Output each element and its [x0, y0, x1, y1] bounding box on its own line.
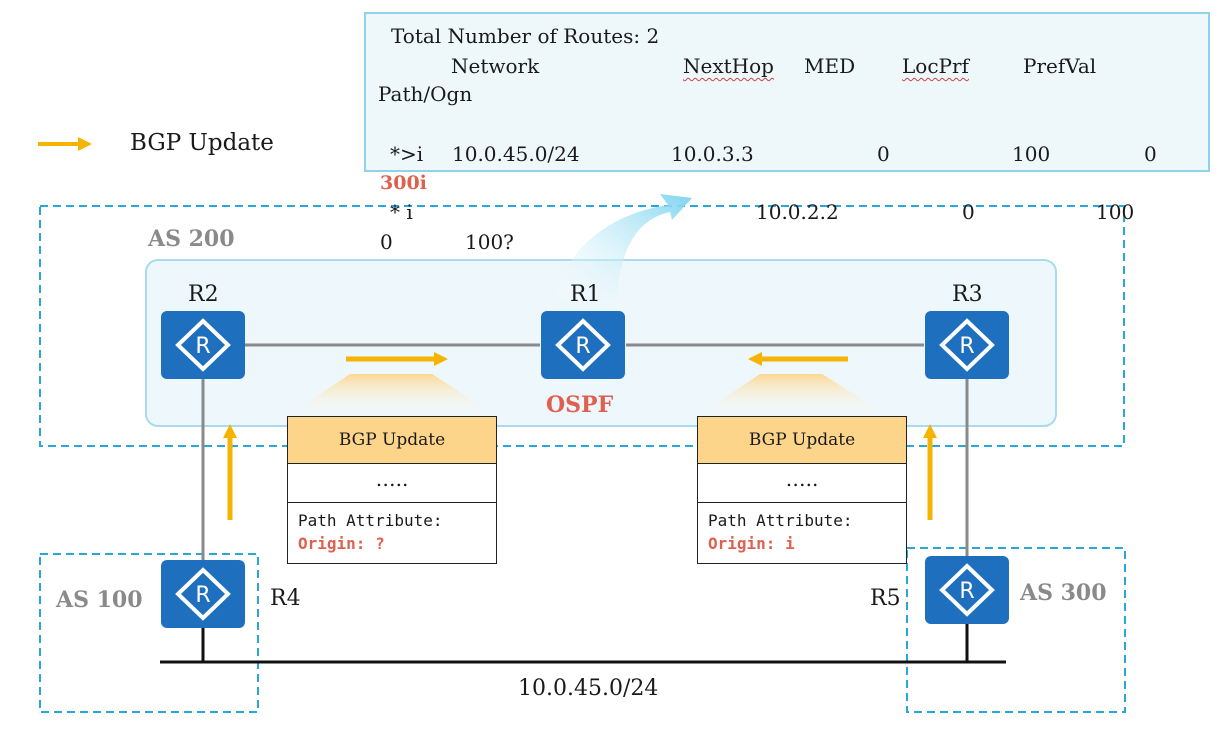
route1-prefval: 0: [1144, 142, 1157, 166]
as300-boundary: [906, 547, 1126, 713]
route1-locprf: 100: [1012, 142, 1051, 166]
router-icon: R: [939, 318, 995, 372]
router-r2[interactable]: R: [161, 311, 245, 379]
svg-text:R: R: [959, 334, 974, 359]
update-dots: …..: [288, 464, 496, 503]
router-icon: R: [939, 563, 995, 617]
update-fan-right: [698, 374, 888, 416]
route1-network: 10.0.45.0/24: [452, 142, 580, 166]
header-network: Network: [451, 54, 540, 78]
as200-boundary: [39, 205, 1125, 447]
router-r3[interactable]: R: [925, 311, 1009, 379]
legend-arrow-head: [78, 137, 92, 151]
update-title: BGP Update: [698, 417, 906, 464]
as100-label: AS 100: [56, 587, 143, 613]
route2-nexthop: 10.0.2.2: [756, 200, 839, 224]
legend-label: BGP Update: [130, 130, 274, 156]
bgp-update-box-right: BGP Update ….. Path Attribute: Origin: i: [697, 416, 907, 564]
as300-label: AS 300: [1020, 580, 1107, 606]
route1-med: 0: [877, 142, 890, 166]
header-locprf: LocPrf: [902, 54, 969, 78]
arrow-r4-r2-head: [223, 424, 237, 438]
route1-status: *>i: [390, 142, 424, 166]
svg-text:R: R: [959, 579, 974, 604]
header-prefval: PrefVal: [1023, 54, 1097, 78]
router-r5-label: R5: [870, 586, 901, 611]
router-icon: R: [175, 318, 231, 372]
svg-text:R: R: [575, 334, 590, 359]
arrow-r3-r1-head: [748, 352, 762, 366]
network-label: 10.0.45.0/24: [518, 676, 659, 701]
header-nexthop: NextHop: [683, 54, 774, 78]
route-total: Total Number of Routes: 2: [391, 24, 660, 48]
router-r1-label: R1: [570, 282, 601, 307]
router-r4[interactable]: R: [161, 560, 245, 628]
r1-to-table-arrow: [556, 194, 692, 300]
route-table-panel: [364, 12, 1210, 172]
router-r1[interactable]: R: [541, 311, 625, 379]
router-icon: R: [555, 318, 611, 372]
update-dots: …..: [698, 464, 906, 503]
route1-path: 300i: [380, 172, 427, 194]
router-r2-label: R2: [188, 282, 219, 307]
header-med: MED: [804, 54, 856, 78]
router-icon: R: [175, 567, 231, 621]
bgp-update-box-left: BGP Update ….. Path Attribute: Origin: ?: [287, 416, 497, 564]
header-path: Path/Ogn: [378, 82, 473, 106]
update-attr-label: Path Attribute:: [708, 511, 853, 530]
update-attr-label: Path Attribute:: [298, 511, 443, 530]
update-origin: Origin: ?: [298, 534, 385, 553]
route2-status: * i: [390, 200, 413, 224]
route2-path: 100?: [465, 230, 514, 254]
arrow-r5-r3-head: [923, 424, 937, 438]
router-r3-label: R3: [952, 282, 983, 307]
ospf-label: OSPF: [546, 392, 614, 418]
update-title: BGP Update: [288, 417, 496, 464]
update-origin: Origin: i: [708, 534, 795, 553]
router-r5[interactable]: R: [925, 556, 1009, 624]
router-r4-label: R4: [270, 586, 301, 611]
as200-label: AS 200: [148, 226, 235, 252]
route2-prefval: 0: [380, 230, 393, 254]
route2-med: 0: [962, 200, 975, 224]
update-fan-left: [288, 374, 496, 416]
route2-locprf: 100: [1096, 200, 1135, 224]
svg-text:R: R: [195, 583, 210, 608]
svg-text:R: R: [195, 334, 210, 359]
arrow-r2-r1-head: [434, 352, 448, 366]
route1-nexthop: 10.0.3.3: [671, 142, 754, 166]
as100-boundary: [39, 553, 259, 713]
